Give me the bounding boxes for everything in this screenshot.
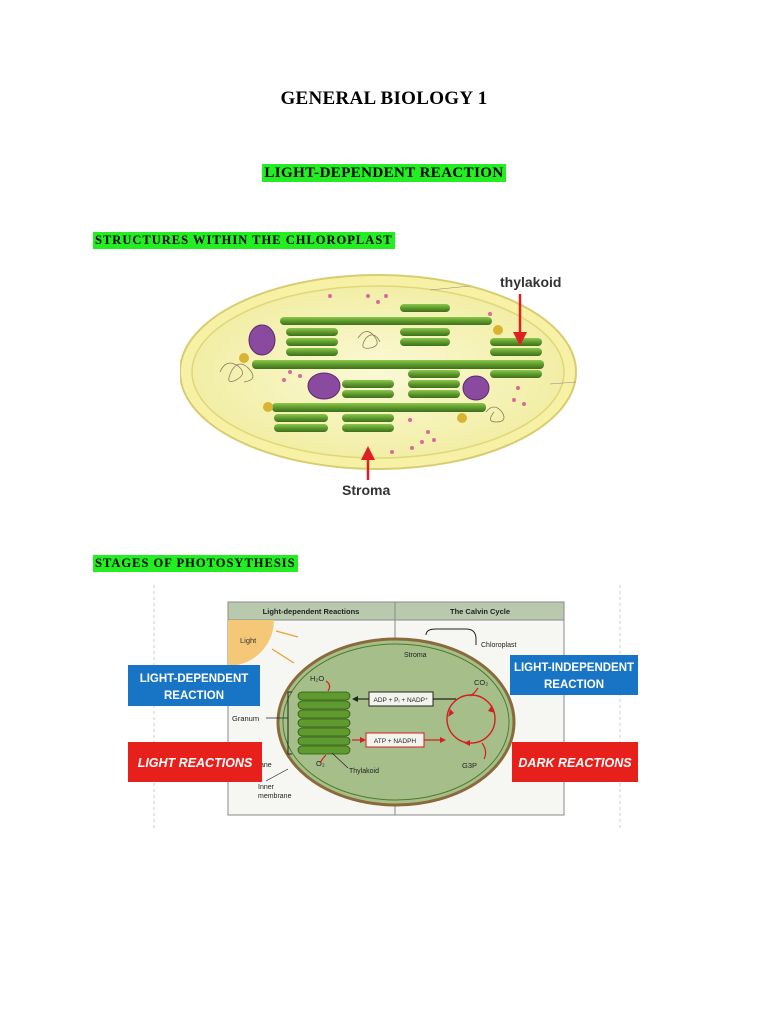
column-header-bar <box>227 601 565 621</box>
chloroplast-label: Chloroplast <box>481 642 516 649</box>
cycle-arrowhead <box>464 740 470 746</box>
lamella <box>252 360 544 369</box>
light-dependent-line1: LIGHT-DEPENDENT <box>140 673 249 685</box>
column-header-calvin: The Calvin Cycle <box>450 607 510 616</box>
granum-stack <box>297 691 351 755</box>
section-heading-structures: STRUCTURES WITHIN THE CHLOROPLAST <box>93 232 395 249</box>
granum-stack <box>400 304 450 346</box>
thylakoid-label: thylakoid <box>500 274 561 290</box>
light-reactions-box <box>128 742 262 782</box>
page-title: GENERAL BIOLOGY 1 <box>280 88 488 109</box>
light-independent-line2: REACTION <box>544 679 604 691</box>
membrane-label: membrane <box>258 793 292 800</box>
adp-arrowhead <box>352 696 358 702</box>
light-label: Light <box>240 636 257 645</box>
h2o-arrow <box>325 680 331 692</box>
o2-label: O₂ <box>316 759 325 768</box>
g3p-arrow <box>481 742 487 760</box>
cycle-arrowhead <box>448 709 454 717</box>
co2-arrow <box>469 687 479 697</box>
lamella <box>272 403 486 412</box>
atp-arrowhead-in <box>360 737 366 743</box>
pointer-line <box>549 381 577 385</box>
granum-stack <box>286 328 338 356</box>
dark-reactions-box <box>512 742 638 782</box>
light-independent-box <box>510 655 638 695</box>
stroma-label: Stroma <box>342 482 390 498</box>
dna-loop <box>219 362 254 383</box>
pointer-line <box>429 285 471 291</box>
thylakoid-arrowhead <box>513 332 527 346</box>
chloroplast-body <box>276 637 516 807</box>
co2-label: CO₂ <box>474 678 488 687</box>
chloroplast-bracket <box>425 628 477 645</box>
adp-label: ADP + Pᵢ + NADP⁺ <box>374 697 429 704</box>
atp-label: ATP + NADPH <box>374 738 417 745</box>
granum-bracket <box>287 691 292 755</box>
light-source <box>228 620 274 666</box>
page-subtitle: LIGHT-DEPENDENT REACTION <box>0 164 768 182</box>
thylakoid-pointer <box>331 752 349 769</box>
starch-granule <box>248 324 276 356</box>
stroma-label: Stroma <box>404 652 427 659</box>
light-ray <box>271 648 295 664</box>
lipid-droplet <box>457 413 467 423</box>
photosynthesis-stages-figure: Light-dependent Reactions The Calvin Cyc… <box>128 585 638 829</box>
o2-arrow <box>319 754 327 764</box>
thylakoid-label: Thylakoid <box>349 768 379 775</box>
cycle-arrowhead <box>488 705 495 713</box>
section-heading-stages: STAGES OF PHOTOSYTHESIS <box>93 555 298 572</box>
light-reactions-label: LIGHT REACTIONS <box>138 756 253 770</box>
dna-loop <box>357 331 381 349</box>
light-dependent-line2: REACTION <box>164 690 224 702</box>
membrane-partial-label: ane <box>260 762 272 769</box>
dna-loop <box>485 406 505 423</box>
chloroplast-structure-figure: thylakoid Stroma <box>180 274 577 498</box>
lamella <box>280 317 492 325</box>
lipid-droplet <box>239 353 249 363</box>
h2o-label: H₂O <box>310 674 324 683</box>
inner-label: Inner <box>258 784 275 791</box>
light-ray <box>275 630 299 638</box>
stroma-arrowhead <box>361 446 375 460</box>
lipid-droplet <box>493 325 503 335</box>
lipid-droplet <box>263 402 273 412</box>
ribosome-dots <box>282 294 526 454</box>
starch-granule <box>462 375 490 401</box>
granum-label: Granum <box>232 714 259 723</box>
light-independent-line1: LIGHT-INDEPENDENT <box>514 662 634 674</box>
light-dependent-box <box>128 665 260 706</box>
granum-stack <box>342 380 394 432</box>
column-header-light: Light-dependent Reactions <box>263 607 360 616</box>
dark-reactions-label: DARK REACTIONS <box>518 756 632 770</box>
granum-stack <box>490 338 542 378</box>
inner-membrane-pointer <box>265 768 289 782</box>
atp-arrowhead-out <box>440 737 446 743</box>
g3p-label: G3P <box>462 761 477 770</box>
granum-stack <box>274 414 328 432</box>
granum-stack <box>408 370 460 398</box>
starch-granule <box>307 372 341 400</box>
inner-membrane <box>282 643 510 801</box>
subtitle-text: LIGHT-DEPENDENT REACTION <box>262 164 506 182</box>
